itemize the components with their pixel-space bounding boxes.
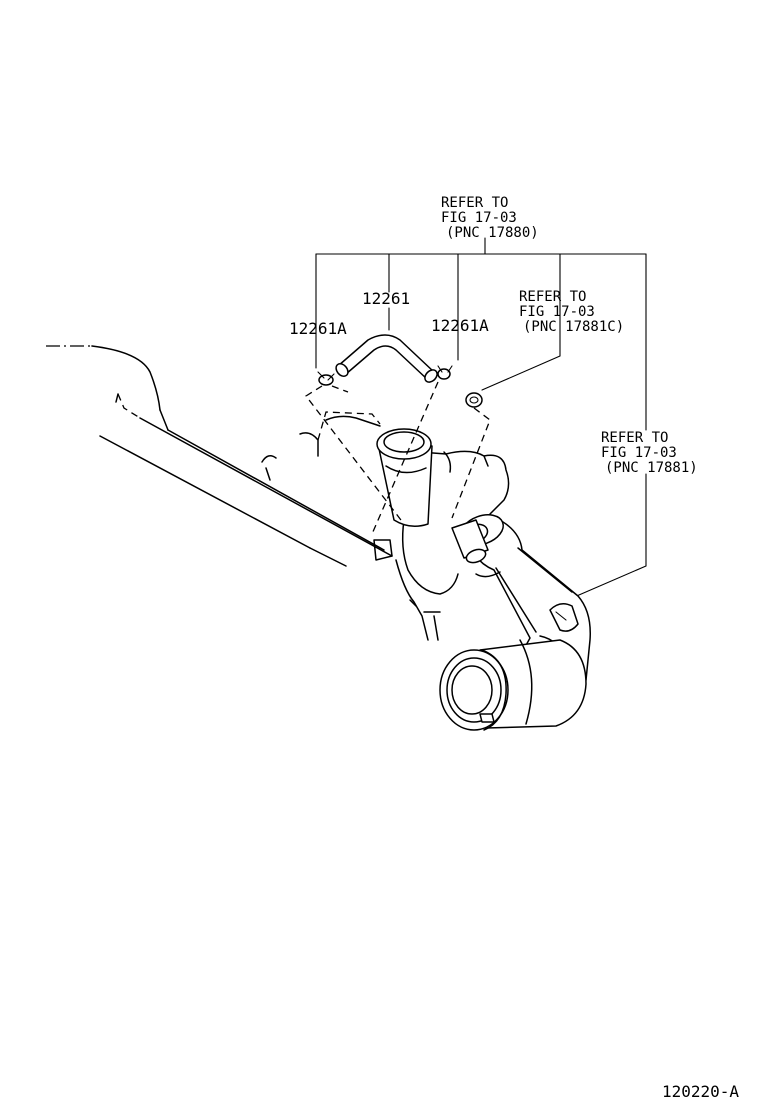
- refer-note-pnc-17880: REFER TO FIG 17-03 (PNC 17880): [441, 195, 539, 241]
- assembly-guides: [305, 381, 491, 535]
- hose-clamp-17881c: [465, 392, 483, 408]
- svg-text:(PNC 17881): (PNC 17881): [605, 460, 698, 476]
- hose-clamp-left: [317, 371, 335, 386]
- outlet-pipe: [376, 428, 433, 527]
- svg-text:REFER TO: REFER TO: [519, 289, 586, 305]
- svg-text:FIG 17-03: FIG 17-03: [519, 304, 595, 320]
- hose-clamp-right: [437, 365, 453, 380]
- svg-text:(PNC 17880): (PNC 17880): [446, 225, 539, 241]
- svg-text:FIG 17-03: FIG 17-03: [441, 210, 517, 226]
- water-hose-12261: [335, 334, 438, 383]
- svg-text:FIG 17-03: FIG 17-03: [601, 445, 677, 461]
- svg-text:REFER TO: REFER TO: [601, 430, 668, 446]
- reference-bracket: [315, 237, 647, 599]
- water-outlet-housing: [261, 411, 510, 641]
- svg-text:(PNC 17881C): (PNC 17881C): [523, 319, 624, 335]
- svg-text:REFER TO: REFER TO: [441, 195, 508, 211]
- pipe-flange-end: [439, 639, 587, 731]
- part-label-clamp-left: 12261A: [289, 319, 347, 338]
- engine-outline: [46, 345, 393, 567]
- figure-code: 120220-A: [662, 1082, 739, 1101]
- refer-note-pnc-17881c: REFER TO FIG 17-03 (PNC 17881C): [519, 289, 624, 335]
- part-label-hose: 12261: [362, 289, 410, 308]
- part-label-clamp-right: 12261A: [431, 316, 489, 335]
- refer-note-pnc-17881: REFER TO FIG 17-03 (PNC 17881): [601, 430, 698, 476]
